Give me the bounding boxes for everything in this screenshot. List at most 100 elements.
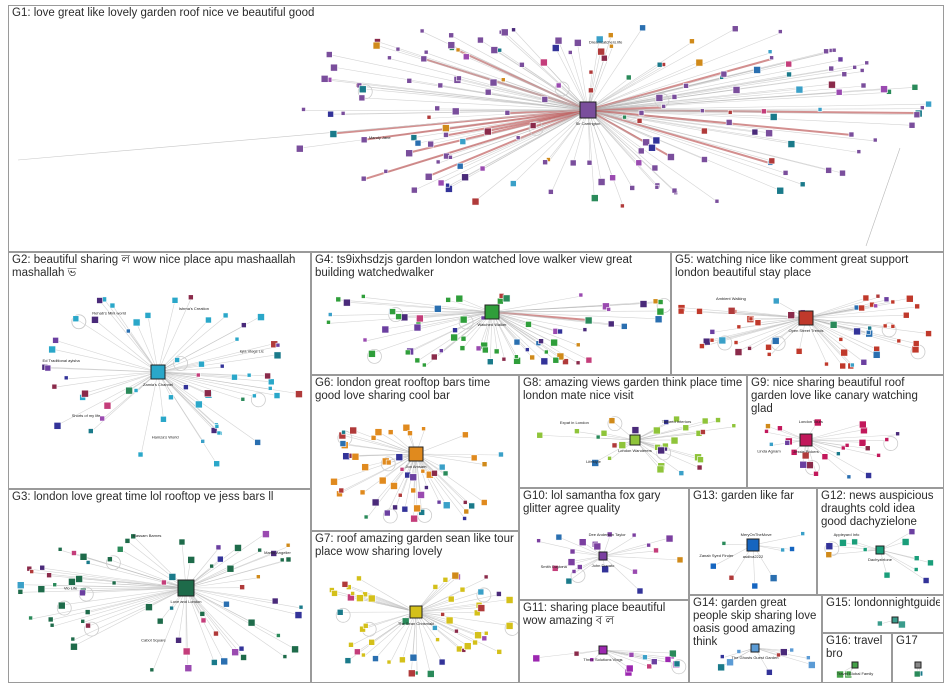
network-node[interactable] [496, 649, 503, 655]
network-node[interactable] [188, 294, 194, 301]
network-node[interactable] [638, 110, 645, 116]
network-node[interactable] [424, 172, 433, 181]
network-node[interactable] [291, 645, 299, 654]
network-node[interactable] [557, 328, 563, 335]
network-node[interactable] [574, 428, 580, 434]
hub-node-g6[interactable] [408, 446, 424, 462]
network-node[interactable] [663, 419, 670, 425]
network-node[interactable] [409, 473, 418, 482]
network-node[interactable] [782, 170, 789, 176]
network-node[interactable] [427, 140, 434, 148]
network-node[interactable] [525, 321, 532, 328]
network-node[interactable] [835, 88, 843, 96]
network-node[interactable] [400, 313, 409, 322]
network-node[interactable] [257, 547, 262, 553]
network-node[interactable] [462, 500, 468, 505]
network-node[interactable] [790, 449, 798, 456]
network-node[interactable] [667, 153, 675, 161]
network-node[interactable] [484, 127, 492, 136]
network-node[interactable] [845, 670, 852, 677]
network-node[interactable] [767, 49, 773, 54]
network-node[interactable] [226, 564, 235, 573]
network-node[interactable] [902, 311, 910, 319]
network-node[interactable] [436, 499, 442, 505]
network-node[interactable] [721, 541, 727, 546]
network-node[interactable] [875, 293, 881, 299]
network-node[interactable] [222, 312, 229, 319]
network-node[interactable] [882, 323, 888, 329]
network-node[interactable] [405, 149, 413, 158]
network-node[interactable] [860, 82, 867, 89]
network-node[interactable] [538, 338, 544, 344]
network-node[interactable] [908, 121, 916, 129]
network-node[interactable] [149, 667, 155, 673]
network-node[interactable] [219, 363, 225, 369]
network-node[interactable] [922, 577, 930, 584]
network-node[interactable] [125, 386, 133, 395]
network-node[interactable] [254, 439, 261, 446]
network-node[interactable] [500, 28, 509, 37]
network-node[interactable] [395, 313, 402, 320]
network-node[interactable] [402, 423, 411, 432]
network-node[interactable] [657, 299, 664, 305]
network-node[interactable] [689, 38, 695, 45]
network-node[interactable] [736, 649, 742, 654]
network-node[interactable] [858, 439, 867, 447]
network-node[interactable] [850, 362, 855, 368]
hub-node-g1[interactable] [579, 101, 597, 119]
network-node[interactable] [646, 542, 651, 548]
network-node[interactable] [271, 597, 279, 605]
network-node[interactable] [360, 136, 368, 144]
network-node[interactable] [876, 453, 881, 458]
network-node[interactable] [459, 586, 466, 593]
network-node[interactable] [591, 459, 600, 467]
network-node[interactable] [504, 109, 511, 116]
network-node[interactable] [442, 124, 450, 132]
network-node[interactable] [404, 349, 411, 356]
network-node[interactable] [368, 639, 375, 646]
network-node[interactable] [714, 198, 720, 204]
network-node[interactable] [362, 337, 368, 343]
network-node[interactable] [48, 345, 56, 354]
network-node[interactable] [359, 625, 366, 633]
network-node[interactable] [548, 189, 554, 195]
network-node[interactable] [636, 587, 644, 595]
network-node[interactable] [695, 58, 704, 67]
network-node[interactable] [81, 389, 89, 398]
network-node[interactable] [359, 489, 366, 496]
network-node[interactable] [754, 319, 762, 327]
network-node[interactable] [648, 143, 656, 152]
network-node[interactable] [270, 550, 278, 557]
network-node[interactable] [234, 336, 240, 342]
network-node[interactable] [124, 538, 131, 544]
network-node[interactable] [872, 137, 878, 143]
network-node[interactable] [489, 78, 498, 87]
network-node[interactable] [200, 439, 206, 444]
network-node[interactable] [361, 652, 366, 658]
network-node[interactable] [853, 327, 861, 336]
network-node[interactable] [671, 94, 678, 100]
network-node[interactable] [378, 476, 387, 485]
network-node[interactable] [914, 303, 920, 310]
network-node[interactable] [838, 337, 844, 342]
network-node[interactable] [867, 325, 872, 331]
network-node[interactable] [75, 575, 83, 583]
network-node[interactable] [700, 108, 705, 114]
network-node[interactable] [408, 669, 416, 678]
network-node[interactable] [595, 35, 604, 44]
network-node[interactable] [240, 654, 247, 661]
network-node[interactable] [460, 335, 467, 342]
network-node[interactable] [890, 299, 896, 305]
network-node[interactable] [780, 547, 785, 553]
network-node[interactable] [68, 578, 76, 586]
network-node[interactable] [880, 85, 888, 93]
network-node[interactable] [175, 637, 182, 644]
network-node[interactable] [358, 94, 366, 102]
network-node[interactable] [582, 327, 588, 332]
network-node[interactable] [462, 516, 467, 521]
network-node[interactable] [241, 322, 247, 328]
network-node[interactable] [529, 122, 537, 129]
network-node[interactable] [569, 548, 576, 555]
network-node[interactable] [901, 538, 910, 546]
network-node[interactable] [837, 56, 844, 63]
